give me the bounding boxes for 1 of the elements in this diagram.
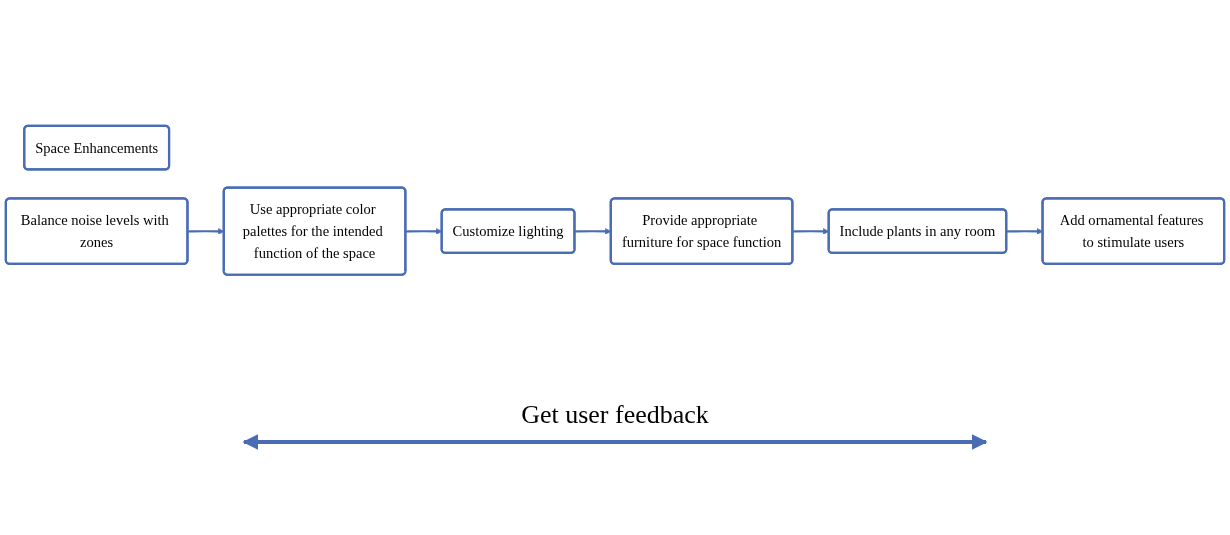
note-text: Get user feedback <box>521 400 709 430</box>
